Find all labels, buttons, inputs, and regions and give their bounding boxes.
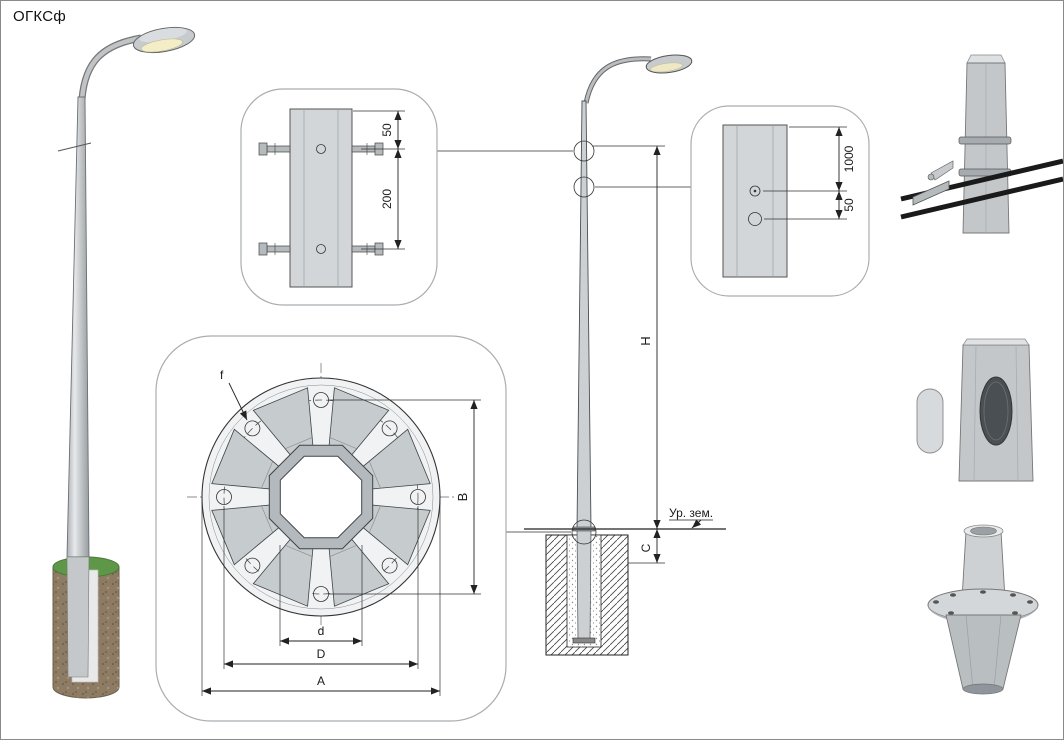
lamp-head <box>132 26 196 54</box>
clamp-band <box>958 136 1012 145</box>
pole-shaft <box>66 96 90 558</box>
drawing-title: ОГКСф <box>13 8 67 25</box>
dim-1000-label: 1000 <box>842 145 856 172</box>
dim-d-label: d <box>318 624 325 638</box>
gusset-bevels <box>261 437 381 557</box>
flange-plan-callout: f B d D A <box>155 335 507 722</box>
ground-arrow <box>691 519 702 529</box>
hatch-opening <box>979 376 1013 446</box>
break-mark <box>57 142 92 152</box>
foundation-3d <box>52 556 120 699</box>
bolt-hole <box>316 144 326 154</box>
pole-strip <box>289 108 353 288</box>
center-hole-octagon <box>279 455 363 539</box>
ground-level-label: Ур. зем. <box>669 506 713 520</box>
dim-f-leader <box>228 382 248 421</box>
detail-marker-flange <box>571 519 597 545</box>
dim-B-label: B <box>455 493 470 502</box>
pole-elevation: Ур. зем. H C <box>437 54 726 656</box>
dim-H-label: H <box>638 336 653 345</box>
detail-hole-callout: 1000 50 <box>690 105 870 297</box>
lamp-head-elevation <box>645 54 693 74</box>
dim-A-label: A <box>317 674 325 688</box>
flange-bolt-holes-3d <box>933 590 1033 620</box>
render-flange-base <box>927 524 1039 695</box>
dim-50b-label: 50 <box>842 198 856 212</box>
flange-bolt-holes <box>216 392 426 602</box>
cable-hole <box>748 212 762 226</box>
pole-strip <box>722 124 788 278</box>
bolt-hole <box>316 244 326 254</box>
detail-clamp-callout: 50 200 <box>240 88 438 306</box>
render-hatch-opening <box>916 338 1034 482</box>
wedge-clamp <box>930 160 954 181</box>
pole-shaft-elevation <box>576 100 592 530</box>
base-skirt-3d <box>945 614 1022 690</box>
pole-3d-render <box>52 26 196 699</box>
dim-50-label: 50 <box>380 123 394 137</box>
foundation-section <box>545 526 629 656</box>
embedded-pole <box>576 528 592 642</box>
anchor-clamp <box>912 180 950 206</box>
cable <box>900 176 1063 220</box>
base-flange <box>572 637 596 644</box>
bolt-circle <box>223 399 419 595</box>
dim-D-label: D <box>317 647 326 661</box>
detail-marker-clamp <box>573 140 595 162</box>
dim-200-label: 200 <box>380 189 394 209</box>
hatch-cover <box>916 388 944 454</box>
gussets <box>211 387 431 607</box>
dim-f-label: f <box>220 368 224 382</box>
dim-C-label: C <box>639 543 653 552</box>
detail-marker-hole <box>573 176 595 198</box>
fixing-hole <box>749 185 761 197</box>
render-cable-clamp <box>900 54 1063 234</box>
